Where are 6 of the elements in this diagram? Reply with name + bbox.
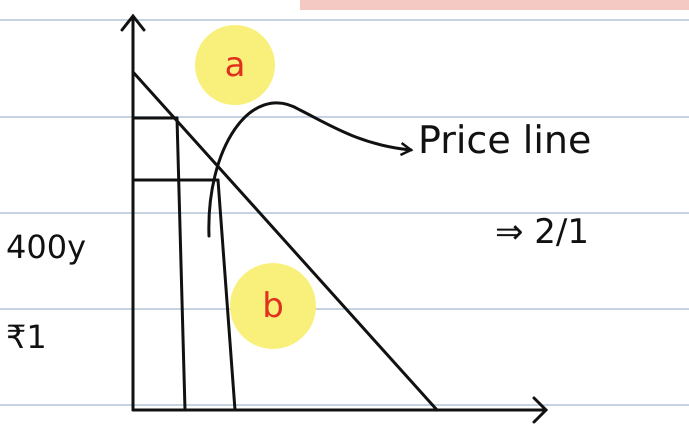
- point-marker: a: [195, 25, 275, 105]
- callout-text: Price line: [418, 118, 592, 162]
- leader-arrow: [208, 101, 412, 238]
- price-text: ₹1: [6, 318, 47, 356]
- budget-text: 400y: [6, 228, 86, 266]
- equation-text: ⇒ 2/1: [495, 212, 590, 252]
